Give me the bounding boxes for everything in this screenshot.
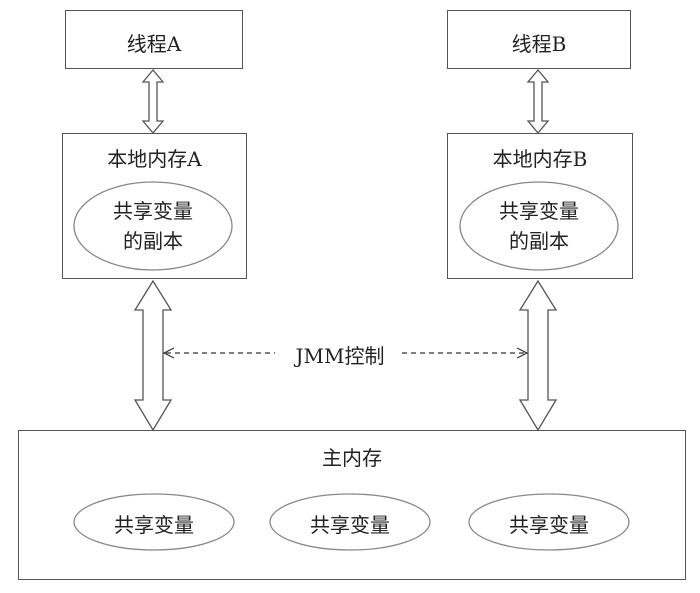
local-a-copy-line2: 的副本 xyxy=(123,229,183,253)
thread-a-local-a-arrow xyxy=(141,68,165,135)
main-memory-title: 主内存 xyxy=(322,446,382,470)
thread-a-box xyxy=(65,10,243,69)
local-b-copy-line1: 共享变量 xyxy=(499,199,579,223)
main-var-ellipse-2 xyxy=(269,493,431,551)
thread-b-title: 线程B xyxy=(511,32,567,56)
local-b-main-arrow xyxy=(518,279,558,432)
main-var-ellipse-1 xyxy=(73,493,235,551)
local-a-copy-ellipse xyxy=(73,181,233,271)
jmm-arrowhead-left xyxy=(162,347,175,359)
local-a-main-arrow xyxy=(133,279,173,432)
local-b-copy-ellipse xyxy=(459,181,619,271)
main-var-label-2: 共享变量 xyxy=(310,513,390,537)
main-var-ellipse-3 xyxy=(468,493,630,551)
local-a-copy-line1: 共享变量 xyxy=(113,199,193,223)
local-b-copy-label: 共享变量 的副本 xyxy=(460,196,618,256)
thread-b-local-b-arrow xyxy=(526,68,550,135)
main-var-label-3: 共享变量 xyxy=(509,513,589,537)
thread-a-title: 线程A xyxy=(126,32,182,56)
local-a-copy-label: 共享变量 的副本 xyxy=(74,196,232,256)
thread-b-box xyxy=(447,10,631,69)
local-memory-b-title: 本地内存B xyxy=(492,147,588,171)
jmm-arrowhead-right xyxy=(516,347,529,359)
local-memory-a-title: 本地内存A xyxy=(107,147,202,171)
local-b-copy-line2: 的副本 xyxy=(509,229,569,253)
jmm-control-label: JMM控制 xyxy=(295,344,385,368)
main-var-label-1: 共享变量 xyxy=(114,513,194,537)
